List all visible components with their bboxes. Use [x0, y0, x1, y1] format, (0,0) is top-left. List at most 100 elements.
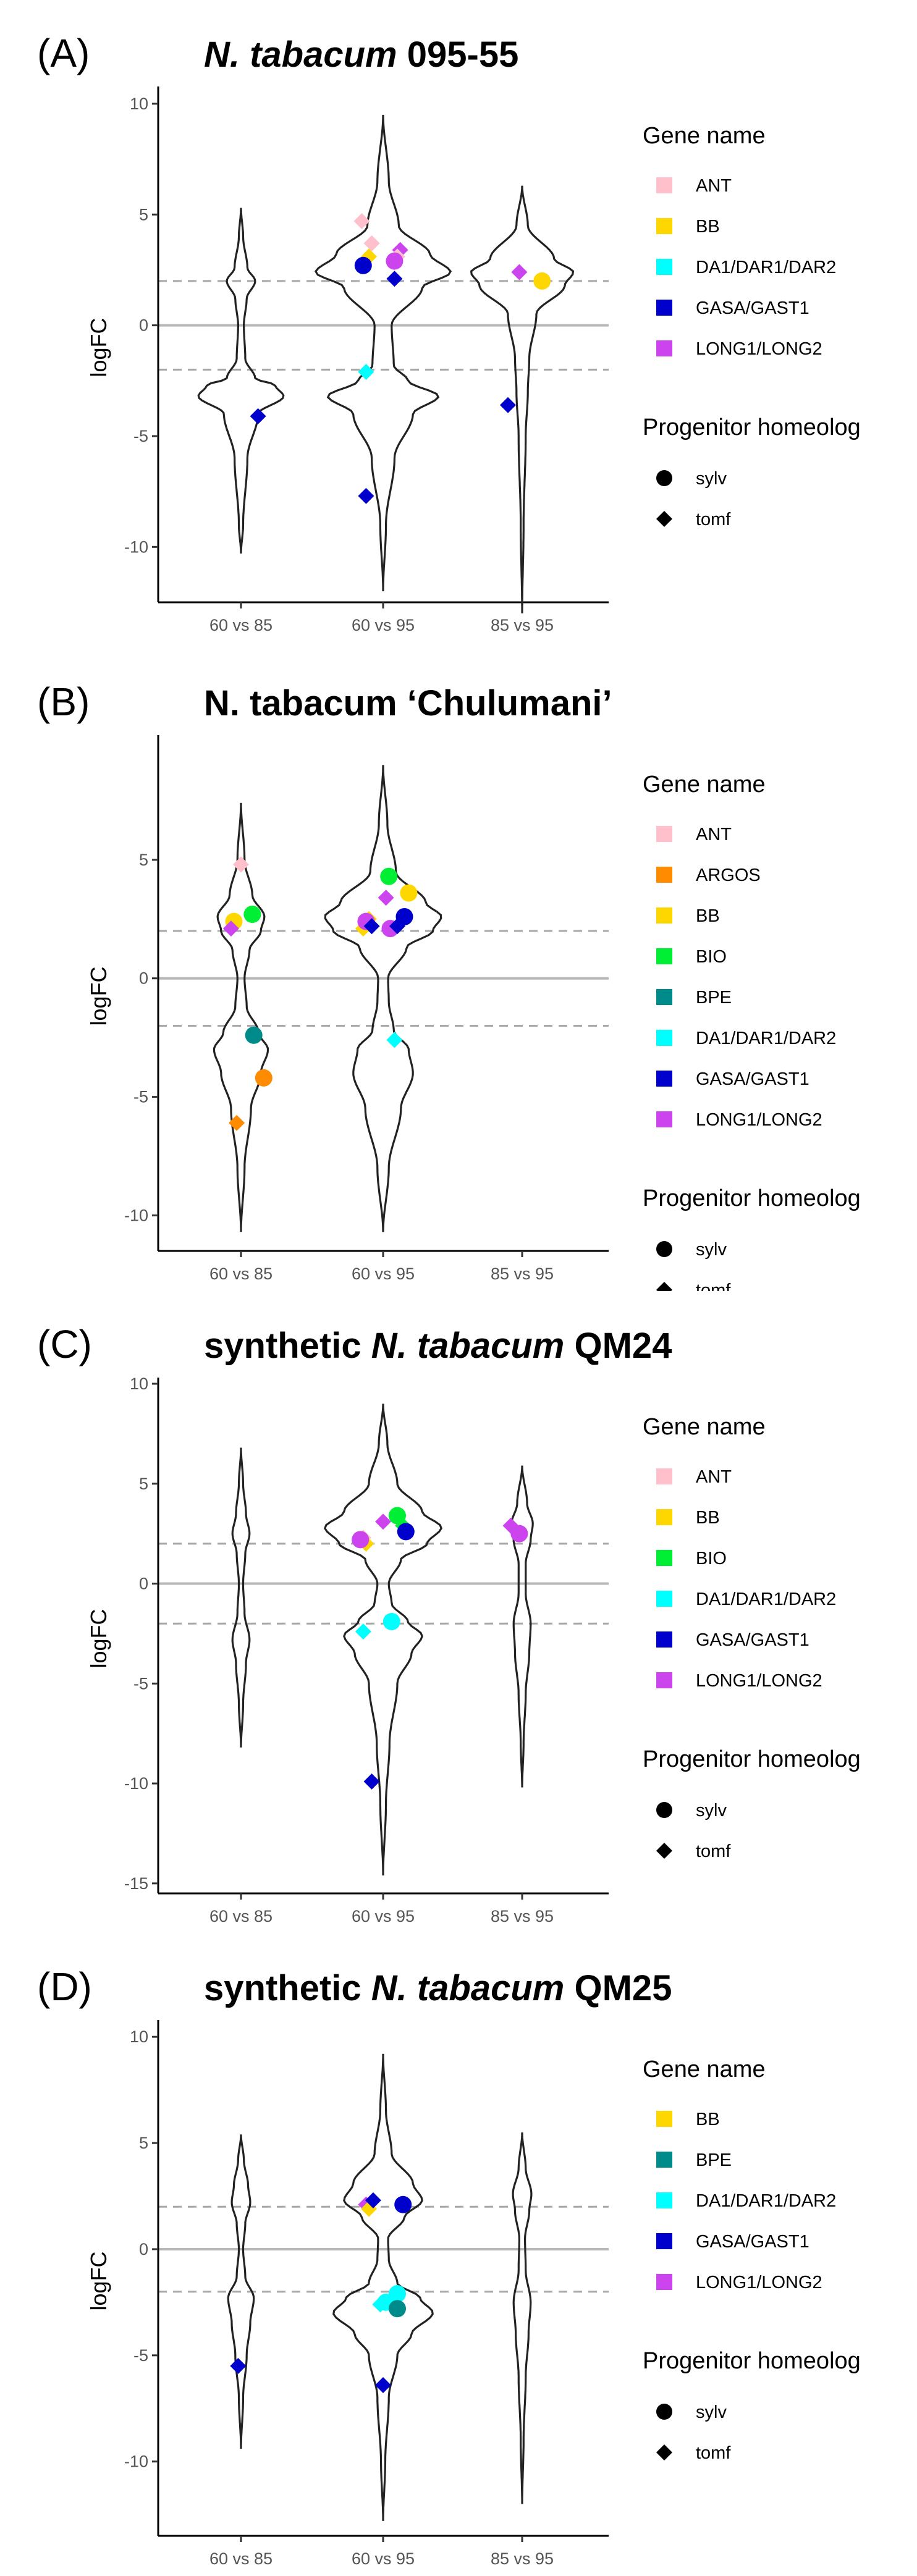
legend-gene-swatch	[656, 2233, 672, 2249]
data-point-tomf	[378, 890, 394, 906]
x-tick-label: 85 vs 95	[491, 1907, 554, 1926]
data-point-tomf	[511, 264, 528, 280]
legend-gene-label: GASA/GAST1	[696, 2232, 809, 2252]
violin-shape	[324, 765, 442, 1232]
legend-gene-swatch	[656, 2152, 672, 2168]
violin-shape	[231, 1447, 251, 1748]
y-tick-label: -10	[124, 537, 148, 556]
y-tick-label: 0	[139, 2240, 148, 2258]
y-tick-label: -10	[124, 1206, 148, 1224]
legend-shape-label: tomf	[696, 1281, 731, 1291]
legend-gene-swatch	[656, 259, 672, 275]
data-point-sylv	[243, 906, 261, 924]
panel-label: (C)	[37, 1322, 92, 1366]
y-axis-label: logFC	[86, 966, 111, 1025]
y-tick-label: 10	[130, 95, 148, 113]
violin-shape	[470, 185, 575, 613]
legend-gene-title: Gene name	[643, 2056, 766, 2082]
legend-shape-label: sylv	[696, 1801, 727, 1820]
legend-gene-swatch	[656, 2274, 672, 2290]
x-tick-label: 85 vs 95	[491, 2549, 554, 2568]
x-tick-label: 60 vs 95	[352, 1907, 415, 1926]
violin-shape	[324, 1404, 442, 1875]
data-point-tomf	[363, 1773, 380, 1790]
data-point-tomf	[250, 408, 266, 424]
violin-shape	[213, 802, 269, 1232]
panel-label: (D)	[37, 1964, 92, 2009]
legend-gene-label: BB	[696, 2110, 720, 2129]
legend-gene-label: GASA/GAST1	[696, 1069, 809, 1089]
data-point-sylv	[380, 867, 398, 885]
violin-chart-d: (D)synthetic N. tabacum QM251050-5-1060 …	[37, 1964, 861, 2568]
legend-gene-swatch	[656, 948, 672, 964]
data-point-sylv	[389, 2285, 406, 2303]
legend-gene-label: ARGOS	[696, 865, 761, 885]
data-point-tomf	[229, 1114, 245, 1131]
chart-title-segment: synthetic	[204, 1326, 371, 1366]
y-tick-label: -5	[133, 427, 148, 445]
legend-gene-swatch	[656, 177, 672, 193]
legend-shape-label: sylv	[696, 2402, 727, 2422]
legend-shape-diamond	[656, 2444, 672, 2460]
legend-shape-diamond	[656, 511, 672, 527]
legend-gene-label: ANT	[696, 176, 732, 196]
x-tick-label: 60 vs 85	[209, 616, 273, 634]
data-point-tomf	[355, 1623, 371, 1640]
legend-gene-label: LONG1/LONG2	[696, 2273, 822, 2292]
x-tick-label: 60 vs 95	[352, 1265, 415, 1283]
legend-shape-title: Progenitor homeolog	[643, 1746, 861, 1772]
legend-shape-title: Progenitor homeolog	[643, 1185, 861, 1211]
y-tick-label: 0	[139, 316, 148, 335]
violin-shape	[512, 2132, 533, 2504]
violin-shape	[197, 208, 285, 554]
data-point-tomf	[353, 213, 370, 230]
legend-shape-title: Progenitor homeolog	[643, 415, 861, 440]
legend-shape-circle	[656, 1802, 672, 1818]
data-point-sylv	[255, 1069, 273, 1087]
legend-gene-swatch	[656, 1631, 672, 1648]
data-point-tomf	[363, 918, 380, 935]
x-tick-label: 60 vs 95	[352, 2549, 415, 2568]
legend-gene-swatch	[656, 1672, 672, 1688]
legend-gene-swatch	[656, 1591, 672, 1607]
legend-gene-swatch	[656, 1030, 672, 1046]
legend-shape-label: sylv	[696, 1240, 727, 1260]
y-tick-label: 5	[139, 205, 148, 224]
legend-gene-swatch	[656, 218, 672, 234]
legend-gene-swatch	[656, 1468, 672, 1484]
y-tick-label: -5	[133, 1674, 148, 1693]
data-point-sylv	[382, 1613, 400, 1630]
chart-title-segment: N. tabacum	[371, 1968, 565, 2008]
legend-gene-swatch	[656, 2192, 672, 2208]
data-point-sylv	[354, 256, 372, 274]
legend-shape-label: tomf	[696, 1842, 731, 1861]
chart-title: synthetic N. tabacum QM24	[204, 1326, 672, 1366]
data-point-sylv	[352, 1531, 370, 1549]
chart-title: synthetic N. tabacum QM25	[204, 1968, 672, 2008]
y-tick-label: -15	[124, 1874, 148, 1893]
data-point-tomf	[365, 2192, 381, 2208]
data-point-tomf	[233, 856, 249, 873]
violin-shape	[314, 114, 452, 592]
x-tick-label: 85 vs 95	[491, 616, 554, 634]
legend-shape-diamond	[656, 1282, 672, 1291]
x-tick-label: 60 vs 95	[352, 616, 415, 634]
data-point-tomf	[500, 397, 516, 413]
violin-chart-c: (C)synthetic N. tabacum QM241050-5-10-15…	[37, 1322, 861, 1926]
legend-gene-swatch	[656, 1111, 672, 1127]
legend-shape-circle	[656, 1241, 672, 1257]
chart-title: N. tabacum 095-55	[204, 35, 518, 75]
legend-gene-label: ANT	[696, 1467, 732, 1487]
data-point-sylv	[400, 884, 418, 902]
legend-gene-label: DA1/DAR1/DAR2	[696, 1029, 836, 1048]
legend-gene-label: BPE	[696, 988, 732, 1008]
x-tick-label: 60 vs 85	[209, 2549, 273, 2568]
chart-title-segment: N. tabacum ‘Chulumani’	[204, 683, 612, 723]
chart-title-segment: synthetic	[204, 1968, 371, 2008]
chart-title-segment: N. tabacum	[204, 35, 397, 75]
y-tick-label: 0	[139, 969, 148, 988]
legend-gene-label: BB	[696, 217, 720, 237]
